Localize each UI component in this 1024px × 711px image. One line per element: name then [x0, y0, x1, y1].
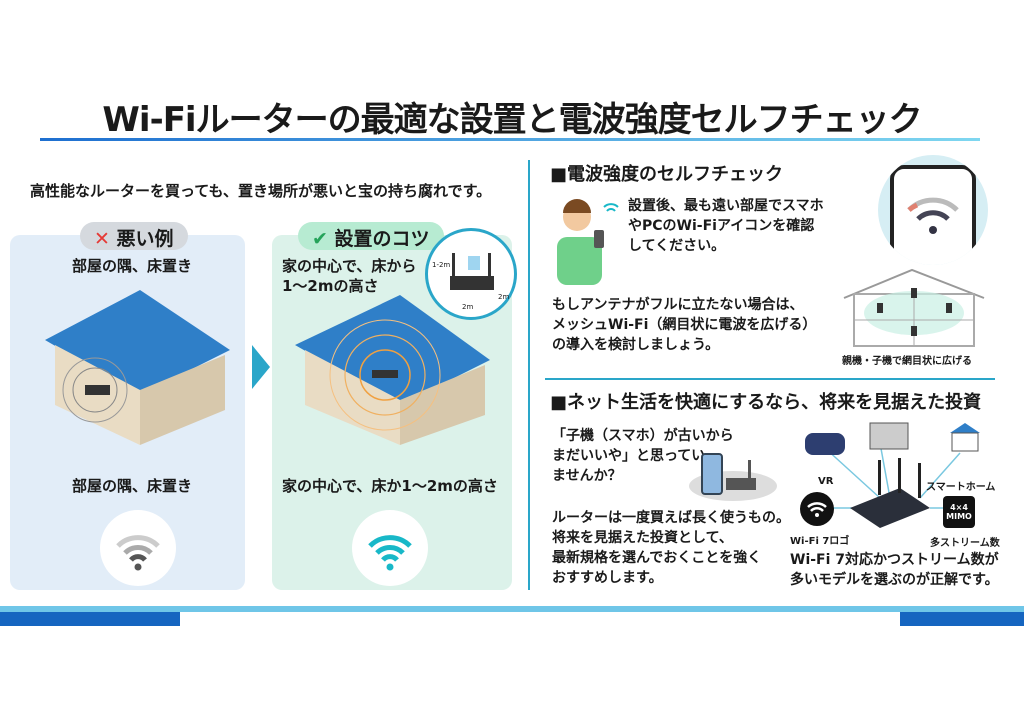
- router-height-inset: 1-2m 2m 2m: [425, 228, 517, 320]
- self-check-line: やPCのWi-Fiアイコンを確認: [628, 218, 815, 234]
- arrow-right-icon: [252, 345, 270, 389]
- good-example-badge: ✔ 設置のコツ: [298, 222, 444, 250]
- bad-caption-top: 部屋の隅、床置き: [72, 257, 193, 275]
- wifi-icon: [907, 197, 959, 234]
- horizontal-divider: [545, 378, 995, 380]
- conclusion-text: Wi-Fi 7対応かつストリーム数が多いモデルを選ぶのが正解です。: [790, 550, 999, 590]
- bad-badge-label: 悪い例: [116, 228, 174, 250]
- advice-line: 最新規格を選んでおくことを強く: [552, 550, 762, 566]
- advice-line: おすすめします。: [552, 570, 663, 586]
- dim-height: 1-2m: [432, 261, 451, 269]
- old-phone-question: 「子機（スマホ）が古いからまだいいや」と思っていませんか？: [552, 426, 734, 486]
- mesh-text: もしアンテナがフルに立たない場合は、メッシュWi-Fi（網目状に電波を広げる） の…: [552, 295, 816, 355]
- good-caption-line-2: 1〜2mの高さ: [282, 277, 379, 295]
- title-underline: [40, 138, 980, 141]
- mesh-caption: 親機・子機で網目状に広げる: [842, 356, 972, 367]
- self-check-heading: ■電波強度のセルフチェック: [550, 164, 784, 185]
- good-caption-line-1: 家の中心で、床から: [282, 257, 417, 275]
- mesh-house-illustration: [843, 268, 985, 347]
- mimo-line: 4×4: [950, 503, 968, 512]
- mesh-line: メッシュWi-Fi（網目状に電波を広げる）: [552, 317, 817, 333]
- vertical-divider: [528, 160, 530, 590]
- check-icon: ✔: [312, 228, 335, 250]
- wifi7-label: Wi-Fi 7ロゴ: [790, 536, 850, 547]
- center-room-illustration: [295, 295, 490, 445]
- page-title: Wi-Fiルーターの最適な設置と電波強度セルフチェック: [102, 100, 922, 140]
- question-line: まだいいや」と思ってい: [552, 448, 706, 464]
- weak-wifi-badge: [100, 510, 176, 586]
- phone-wifi-illustration: [878, 155, 988, 265]
- strong-wifi-icon: [368, 535, 412, 571]
- streams-label: 多ストリーム数: [930, 538, 1000, 549]
- bottom-stripe: [0, 606, 1024, 612]
- investment-advice: ルーターは一度買えば長く使うもの。将来を見据えた投資として、最新規格を選んでおく…: [552, 508, 790, 588]
- mesh-line: もしアンテナがフルに立たない場合は、: [552, 297, 804, 313]
- bad-example-badge: ✕ 悪い例: [80, 222, 188, 250]
- self-check-text: 設置後、最も遠い部屋でスマホやPCのWi-Fiアイコンを確認してください。: [628, 196, 824, 256]
- investment-heading: ■ネット生活を快適にするなら、将来を見据えた投資: [550, 392, 982, 413]
- strong-wifi-badge: [352, 510, 428, 586]
- smart-home-label: スマートホーム: [926, 482, 996, 493]
- question-line: 「子機（スマホ）が古いから: [552, 428, 734, 444]
- self-check-line: 設置後、最も遠い部屋でスマホ: [628, 198, 824, 214]
- conclusion-line: 多いモデルを選ぶのが正解です。: [790, 572, 999, 588]
- mimo-line: MIMO: [946, 512, 972, 521]
- mesh-line: の導入を検討しましょう。: [552, 337, 720, 353]
- bottom-stripe-dark: [0, 612, 180, 626]
- good-badge-label: 設置のコツ: [334, 228, 430, 250]
- x-icon: ✕: [94, 228, 117, 250]
- person-with-phone-illustration: [557, 199, 619, 285]
- self-check-line: してください。: [628, 238, 726, 254]
- dim-depth: 2m: [498, 293, 510, 301]
- good-caption-bottom: 家の中心で、床か1〜2mの高さ: [282, 477, 498, 495]
- question-line: ませんか？: [552, 468, 622, 484]
- router-network-illustration: [805, 422, 980, 528]
- bad-caption-bottom: 部屋の隅、床置き: [72, 477, 193, 495]
- vr-label: VR: [818, 476, 834, 487]
- wifi7-logo-icon: [800, 492, 834, 526]
- advice-line: ルーターは一度買えば長く使うもの。: [552, 510, 790, 526]
- good-caption-top: 家の中心で、床から 1〜2mの高さ: [282, 256, 416, 296]
- router-icon: [450, 253, 494, 290]
- advice-line: 将来を見据えた投資として、: [552, 530, 733, 546]
- bottom-stripe-dark-right: [900, 612, 1024, 626]
- weak-wifi-icon: [116, 535, 160, 571]
- intro-text: 高性能なルーターを買っても、置き場所が悪いと宝の持ち腐れです。: [30, 182, 492, 200]
- dim-width: 2m: [462, 303, 474, 311]
- corner-room-illustration: [45, 290, 230, 445]
- old-phone-router-illustration: [689, 453, 777, 501]
- conclusion-line: Wi-Fi 7対応かつストリーム数が: [790, 552, 999, 568]
